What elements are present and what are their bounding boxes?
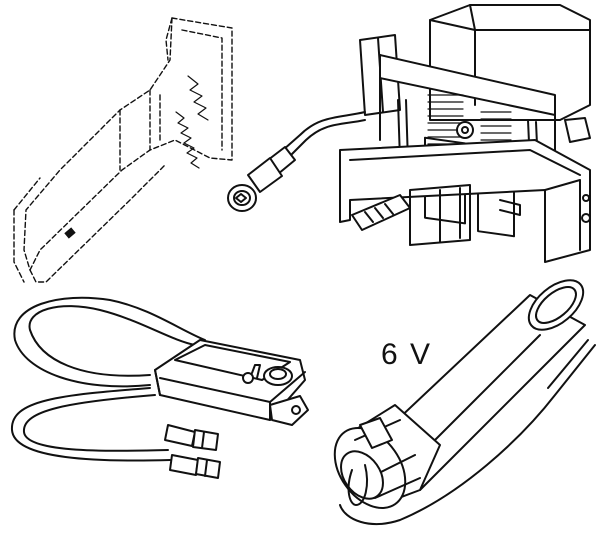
battery-tube (333, 279, 596, 525)
motor-gear-unit (339, 4, 591, 263)
spring-coil (175, 111, 200, 169)
dashed-bracket-part (13, 17, 233, 283)
control-box-module (10, 296, 309, 479)
voltage-label: 6 V (381, 338, 433, 371)
cable-plug (227, 111, 366, 212)
